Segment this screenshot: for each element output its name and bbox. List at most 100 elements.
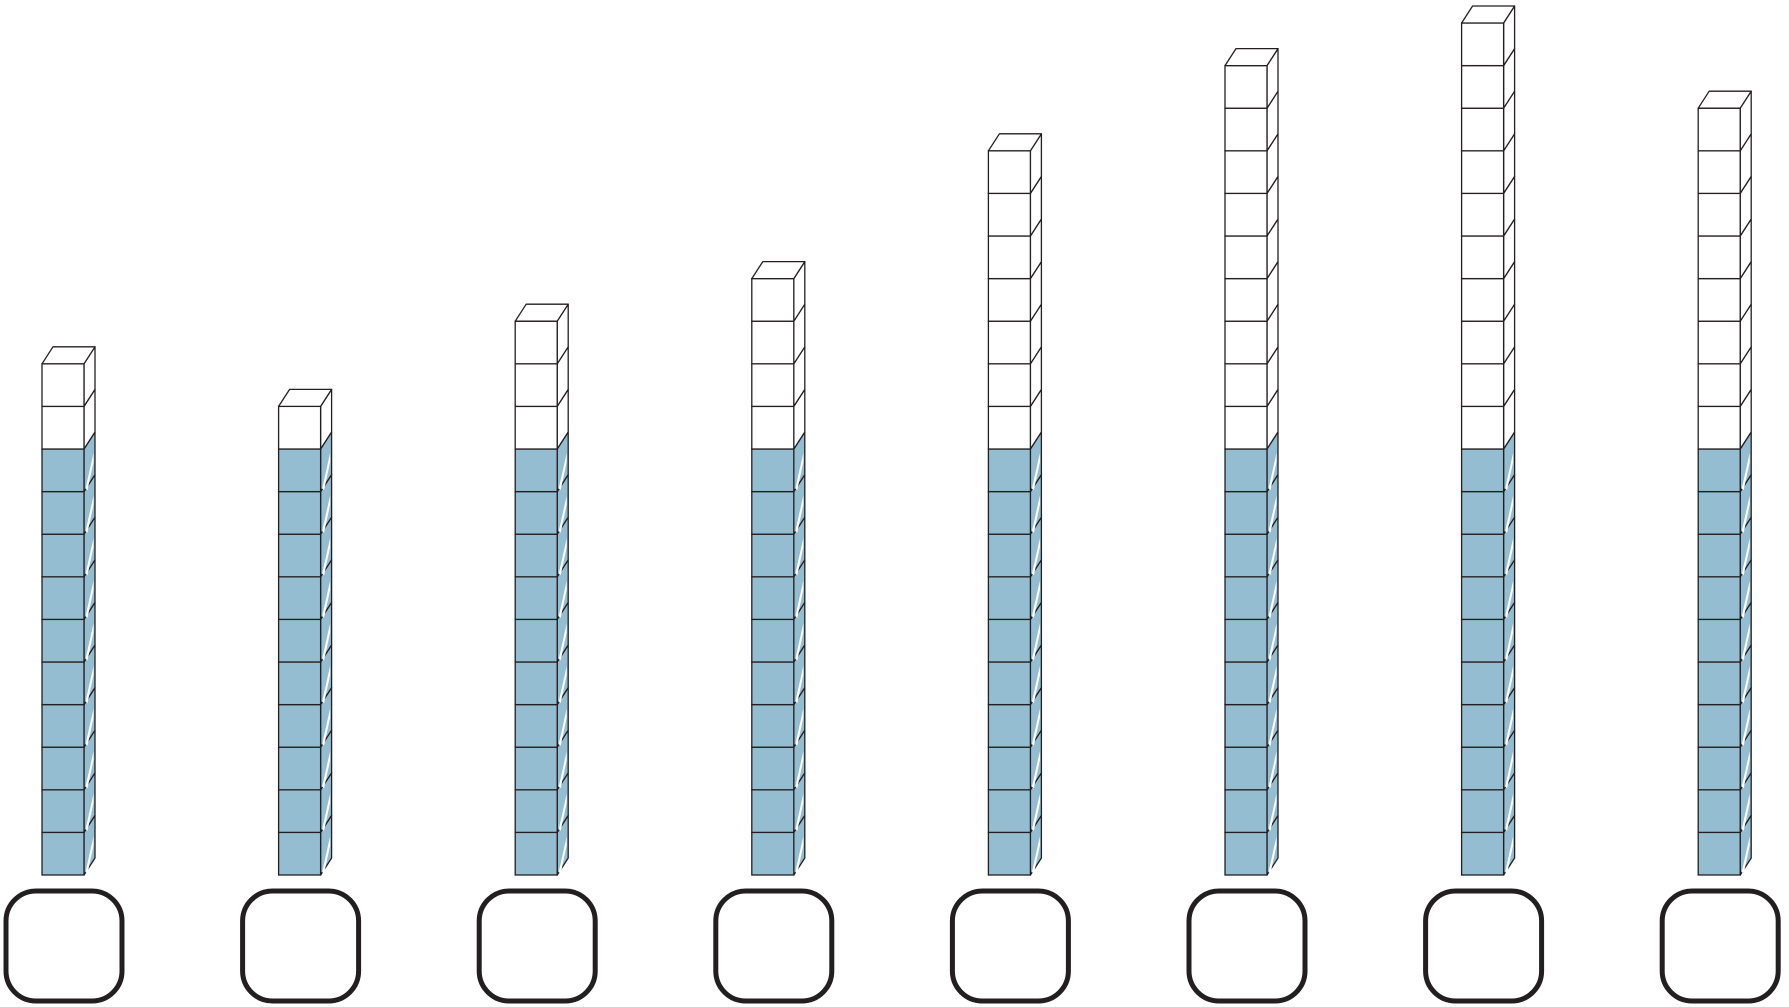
cube-front-face: [1698, 449, 1740, 492]
cube-front-face: [1698, 747, 1740, 790]
cube-front-face: [988, 279, 1030, 322]
cube-tower: [42, 347, 95, 875]
cube-front-face: [988, 577, 1030, 620]
cube-front-face: [1225, 236, 1267, 279]
cube-front-face: [515, 790, 557, 833]
cube-front-face: [1462, 406, 1504, 449]
cube-front-face: [1698, 619, 1740, 662]
white-cube: [1698, 91, 1751, 151]
cube-front-face: [515, 577, 557, 620]
cube-front-face: [752, 364, 794, 407]
cube-front-face: [1698, 406, 1740, 449]
cube-front-face: [1225, 279, 1267, 322]
answer-box: [716, 891, 832, 1001]
cube-front-face: [279, 577, 321, 620]
cube-front-face: [42, 832, 84, 875]
cube-front-face: [1225, 449, 1267, 492]
cube-front-face: [1462, 662, 1504, 705]
cube-tower: [752, 262, 805, 875]
cube-front-face: [752, 492, 794, 535]
cube-front-face: [1698, 662, 1740, 705]
cube-front-face: [515, 705, 557, 748]
cube-front-face: [1462, 492, 1504, 535]
cube-front-face: [1225, 66, 1267, 109]
answer-box: [1662, 891, 1778, 1001]
cube-front-face: [515, 619, 557, 662]
cube-front-face: [515, 832, 557, 875]
cube-front-face: [752, 534, 794, 577]
cube-front-face: [988, 534, 1030, 577]
cube-front-face: [515, 364, 557, 407]
cube-tower: [988, 134, 1041, 875]
cube-front-face: [752, 747, 794, 790]
cube-front-face: [1698, 193, 1740, 236]
cube-front-face: [1462, 108, 1504, 151]
cube-front-face: [988, 747, 1030, 790]
cube-front-face: [988, 705, 1030, 748]
cube-front-face: [279, 406, 321, 449]
cube-front-face: [1225, 151, 1267, 194]
cube-front-face: [752, 619, 794, 662]
cube-front-face: [1462, 619, 1504, 662]
answer-box: [952, 891, 1068, 1001]
cube-front-face: [42, 406, 84, 449]
cube-front-face: [42, 364, 84, 407]
cube-front-face: [1225, 662, 1267, 705]
white-cube: [752, 262, 805, 322]
cube-front-face: [1225, 534, 1267, 577]
cube-front-face: [1462, 193, 1504, 236]
cube-front-face: [1225, 108, 1267, 151]
cube-front-face: [1462, 790, 1504, 833]
cube-front-face: [1462, 832, 1504, 875]
cube-front-face: [279, 790, 321, 833]
cube-front-face: [515, 662, 557, 705]
cube-front-face: [279, 534, 321, 577]
cube-front-face: [988, 364, 1030, 407]
cube-front-face: [42, 577, 84, 620]
white-cube: [515, 304, 568, 364]
cube-front-face: [1698, 790, 1740, 833]
cube-front-face: [279, 832, 321, 875]
cube-front-face: [988, 321, 1030, 364]
cube-front-face: [1698, 151, 1740, 194]
cube-front-face: [279, 492, 321, 535]
cube-front-face: [1225, 619, 1267, 662]
answer-box: [479, 891, 595, 1001]
cube-tower: [515, 304, 568, 875]
cube-front-face: [1225, 321, 1267, 364]
cube-front-face: [1698, 236, 1740, 279]
cube-front-face: [1225, 747, 1267, 790]
cube-front-face: [1225, 832, 1267, 875]
cube-front-face: [1698, 108, 1740, 151]
white-cube: [1462, 6, 1515, 66]
cube-front-face: [988, 832, 1030, 875]
answer-box: [1189, 891, 1305, 1001]
cube-tower: [1698, 91, 1751, 875]
cube-front-face: [515, 406, 557, 449]
cube-front-face: [42, 747, 84, 790]
cube-front-face: [1462, 747, 1504, 790]
cube-front-face: [988, 151, 1030, 194]
cube-front-face: [1698, 321, 1740, 364]
cube-front-face: [1225, 406, 1267, 449]
cube-front-face: [1462, 66, 1504, 109]
cube-front-face: [515, 492, 557, 535]
cube-front-face: [752, 449, 794, 492]
cube-front-face: [1462, 534, 1504, 577]
cube-front-face: [1462, 23, 1504, 66]
cube-front-face: [752, 321, 794, 364]
cube-front-face: [988, 236, 1030, 279]
white-cube: [42, 347, 95, 407]
cube-front-face: [42, 619, 84, 662]
cube-front-face: [1462, 321, 1504, 364]
white-cube: [1225, 49, 1278, 109]
cube-front-face: [1698, 279, 1740, 322]
cube-tower: [1462, 6, 1515, 875]
cube-front-face: [1225, 790, 1267, 833]
cube-front-face: [988, 406, 1030, 449]
cube-front-face: [1462, 364, 1504, 407]
cube-front-face: [1462, 236, 1504, 279]
cube-tower: [279, 389, 332, 875]
